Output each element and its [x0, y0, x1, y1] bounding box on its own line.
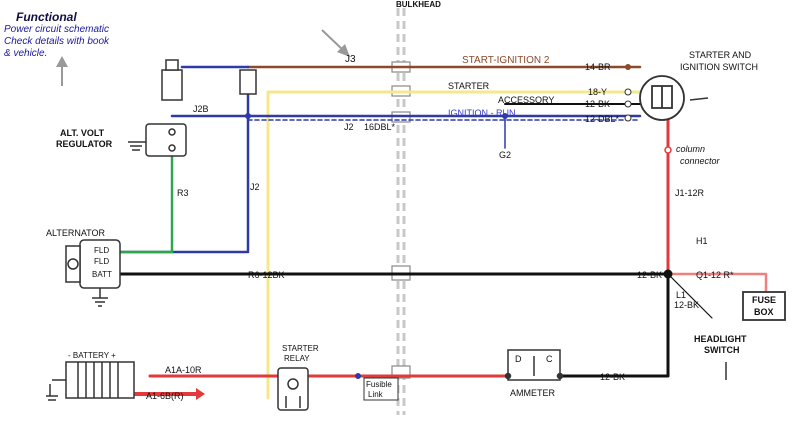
- label-column-2: connector: [680, 156, 721, 166]
- label-g2: G2: [499, 150, 511, 160]
- wire-j2-vertical-blue: [116, 80, 250, 254]
- label-a1a-10r: A1A-10R: [165, 365, 202, 375]
- label-headlight-2: SWITCH: [704, 345, 740, 355]
- label-a1-6br: A1-6B(R): [146, 391, 184, 401]
- label-regulator-2: REGULATOR: [56, 139, 113, 149]
- alternator: [65, 239, 121, 307]
- label-ammeter: AMMETER: [510, 388, 556, 398]
- label-relay-1: STARTER: [282, 344, 319, 353]
- label-fld2: FLD: [94, 257, 109, 266]
- arrow-switch: [689, 97, 709, 101]
- label-battery: - BATTERY +: [68, 351, 116, 360]
- label-batt: BATT: [92, 270, 112, 279]
- label-regulator-1: ALT. VOLT: [60, 128, 105, 138]
- wire-ammeter-12bk-black: [558, 272, 670, 378]
- label-j1-12r: J1-12R: [675, 188, 705, 198]
- label-link: Link: [368, 390, 384, 399]
- label-l1: L1: [676, 290, 686, 300]
- label-14br: 14-BR: [585, 62, 611, 72]
- label-j2b: J2B: [193, 104, 209, 114]
- voltage-regulator: [128, 123, 187, 157]
- label-h1: H1: [696, 236, 708, 246]
- label-column-1: column: [676, 144, 705, 154]
- wire-headlight-black: [667, 273, 713, 319]
- wire-starter-yellow: [266, 90, 642, 400]
- label-switch-line2: IGNITION SWITCH: [680, 62, 758, 72]
- bulkhead-connectors: [391, 61, 411, 379]
- label-ammeter-d: D: [515, 354, 522, 364]
- label-r6-12bk: R6-12BK: [248, 270, 285, 280]
- label-18y: 18-Y: [588, 87, 607, 97]
- schematic-note: Functional Power circuit schematic Check…: [4, 10, 184, 60]
- label-accessory: ACCESSORY: [498, 95, 554, 105]
- label-bulkhead: BULKHEAD: [396, 0, 441, 9]
- fuse-box: [742, 291, 786, 321]
- label-starter-wire: STARTER: [448, 81, 490, 91]
- label-box: BOX: [754, 307, 774, 317]
- label-ammeter-c: C: [546, 354, 553, 364]
- label-12bk-amm: 12-BK: [600, 372, 625, 382]
- label-fuse: FUSE: [752, 295, 776, 305]
- battery: [46, 361, 135, 401]
- label-fusible: Fusible: [366, 380, 392, 389]
- note-title: Functional: [16, 10, 77, 24]
- label-ignition-run: IGNITION - RUN: [448, 108, 516, 118]
- starter-ignition-switch[interactable]: [639, 75, 685, 121]
- arrow-battery-cable: [196, 388, 205, 400]
- label-12bk-main: 12-BK: [637, 270, 662, 280]
- junction-dots: [245, 64, 673, 379]
- ammeter: [504, 349, 564, 381]
- label-12bk-l1: 12-BK: [674, 300, 699, 310]
- fusible-link: [363, 377, 399, 401]
- label-r3: R3: [177, 188, 189, 198]
- label-headlight-1: HEADLIGHT: [694, 334, 747, 344]
- wire-r3-green: [116, 146, 174, 254]
- starter-relay: [277, 367, 309, 411]
- label-j2-mid: J2: [344, 122, 354, 132]
- label-alternator: ALTERNATOR: [46, 228, 106, 238]
- label-16dbl: 16DBL*: [364, 122, 396, 132]
- label-switch-line1: STARTER AND: [689, 50, 752, 60]
- note-line-1: Power circuit schematic: [4, 24, 110, 35]
- label-fld1: FLD: [94, 246, 109, 255]
- label-j2-vert: J2: [250, 182, 260, 192]
- label-j3: J3: [345, 54, 356, 65]
- pointer-arrow-note: [56, 56, 68, 86]
- bulkhead-line: [396, 8, 406, 415]
- ignition-coil: [161, 59, 183, 101]
- label-relay-2: RELAY: [284, 354, 310, 363]
- note-line-2: Check details with book: [4, 36, 110, 47]
- label-start-ignition: START-IGNITION 2: [462, 55, 550, 66]
- label-12bk-acc: 12-BK: [585, 99, 610, 109]
- wire-q1-12r-red: [666, 272, 768, 294]
- note-line-3: & vehicle.: [4, 48, 48, 59]
- pointer-arrow-top: [321, 29, 350, 57]
- label-12dbl: 12-DBL*: [585, 114, 620, 124]
- label-q1-12r: Q1-12 R*: [696, 270, 734, 280]
- ballast-resistor: [239, 69, 257, 95]
